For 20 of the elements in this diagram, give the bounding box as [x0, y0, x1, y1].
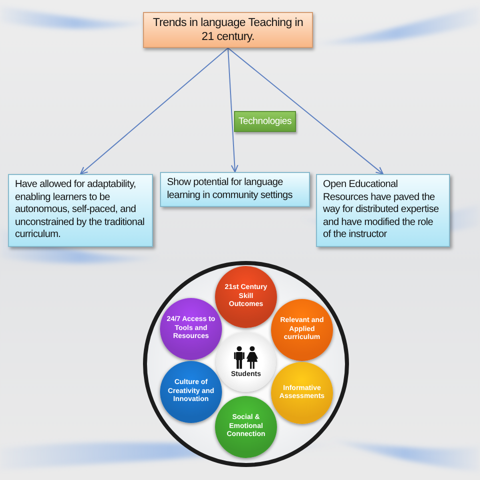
students-circle	[216, 332, 276, 392]
topic-heading: Trends in language Teaching in 21 century.	[152, 16, 304, 44]
trend-description: Open Educational Resources have paved the way for distributed expertise and have modified the role of the instructor	[323, 179, 439, 240]
outcome-circle	[215, 266, 277, 328]
arrow	[228, 48, 384, 175]
outcome-circle	[271, 362, 333, 424]
category-tag	[234, 111, 296, 132]
trend-description: Show potential for language learning in community settings	[167, 177, 293, 200]
info-panel	[160, 172, 310, 207]
info-panel	[8, 174, 153, 246]
arrow	[228, 48, 238, 173]
outcome-circle	[160, 361, 222, 423]
category-label: Technologies	[238, 116, 292, 127]
arrow	[80, 48, 228, 175]
outcome-circle	[160, 298, 222, 360]
info-panel	[316, 174, 450, 246]
outcome-circle	[271, 299, 333, 361]
outcome-circle	[215, 396, 277, 458]
trend-description: Have allowed for adaptability, enabling learners to be autonomous, self-paced, and unconstrained by the traditional curriculum.	[15, 179, 144, 240]
topic-box	[143, 12, 313, 48]
